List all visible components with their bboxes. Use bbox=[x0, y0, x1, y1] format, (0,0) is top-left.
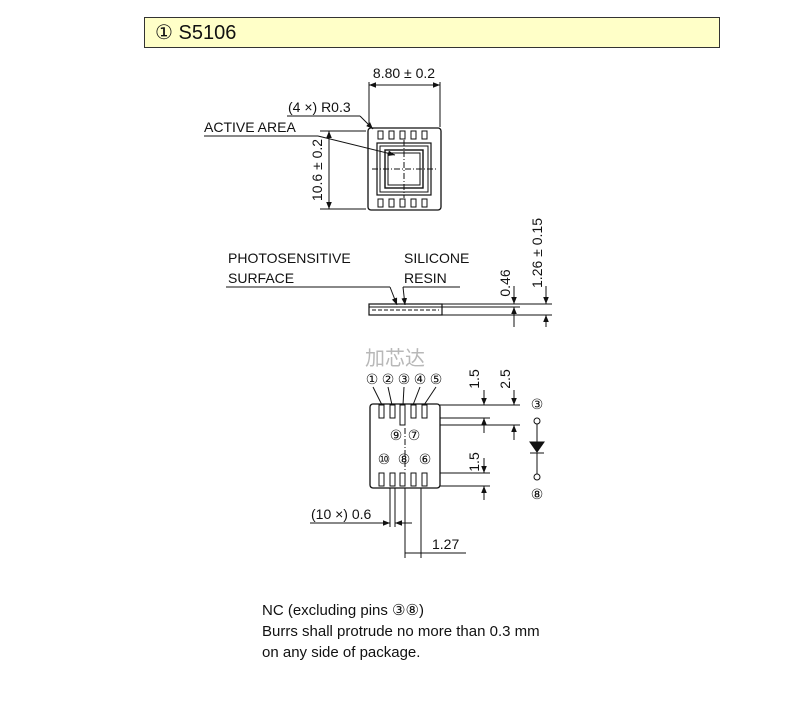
pin-label-4: ④ bbox=[414, 371, 427, 387]
pitch-label: 1.27 bbox=[432, 536, 459, 552]
radius-dimension-label: (4 ×) R0.3 bbox=[288, 99, 351, 115]
dim-15-bottom-label: 1.5 bbox=[466, 452, 482, 472]
watermark: 加芯达 bbox=[365, 346, 425, 370]
silicone-label-line2: RESIN bbox=[404, 270, 447, 286]
pin-label-8: ⑧ bbox=[398, 451, 411, 467]
pin-label-3: ③ bbox=[398, 371, 411, 387]
note-line-2: Burrs shall protrude no more than 0.3 mm bbox=[262, 623, 540, 640]
side-view bbox=[226, 286, 552, 327]
dim-25-label: 2.5 bbox=[497, 369, 513, 389]
pin-label-10: ⑩ bbox=[378, 451, 391, 467]
thickness-126-label: 1.26 ± 0.15 bbox=[529, 218, 545, 288]
photodiode-schematic bbox=[529, 417, 545, 481]
pin-label-6: ⑥ bbox=[419, 451, 432, 467]
pin-label-5: ⑤ bbox=[430, 371, 443, 387]
active-area-label: ACTIVE AREA bbox=[204, 119, 296, 135]
bottom-view bbox=[310, 386, 520, 558]
page-title: ① S5106 bbox=[155, 22, 237, 44]
dim-15-top-label: 1.5 bbox=[466, 369, 482, 389]
pad-width-label: (10 ×) 0.6 bbox=[311, 506, 372, 522]
note-line-3: on any side of package. bbox=[262, 644, 421, 661]
photosensitive-label-line2: SURFACE bbox=[228, 270, 294, 286]
photosensitive-label-line1: PHOTOSENSITIVE bbox=[228, 250, 351, 266]
title-bar: ① S5106 bbox=[144, 17, 720, 48]
pin-label-2: ② bbox=[382, 371, 395, 387]
schematic-pin-8: ⑧ bbox=[531, 486, 544, 502]
pin-label-9: ⑨ bbox=[390, 427, 403, 443]
schematic-pin-3: ③ bbox=[531, 396, 544, 412]
pin-label-7: ⑦ bbox=[408, 427, 421, 443]
pin-label-1: ① bbox=[366, 371, 379, 387]
top-view bbox=[204, 82, 442, 211]
height-dimension-label: 10.6 ± 0.2 bbox=[309, 139, 325, 201]
note-line-1: NC (excluding pins ③⑧) bbox=[262, 602, 424, 619]
thickness-046-label: 0.46 bbox=[497, 269, 513, 296]
notes: NC (excluding pins ③⑧) Burrs shall protr… bbox=[262, 600, 540, 663]
silicone-label-line1: SILICONE bbox=[404, 250, 469, 266]
width-dimension-label: 8.80 ± 0.2 bbox=[373, 65, 435, 81]
